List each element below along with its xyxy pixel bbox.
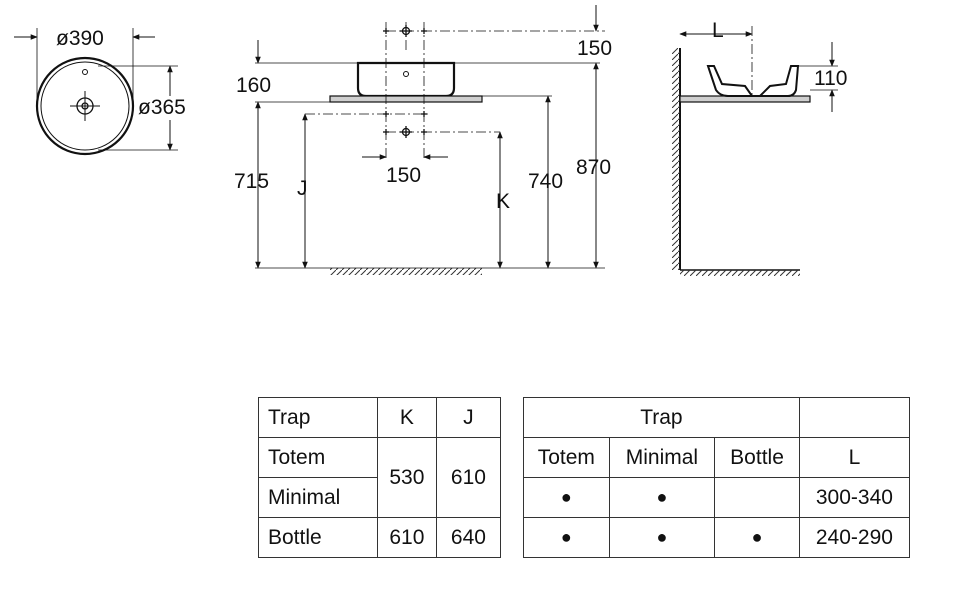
technical-drawing: ø390 ø365 [14,5,847,276]
k-value: 610 [376,517,437,558]
dim-160: 160 [236,74,271,97]
countertop-front [329,95,483,103]
table-row: ● ● ● 240-290 [523,517,911,558]
l-range: 240-290 [798,517,911,558]
dim-j: J [297,177,308,200]
minimal-bullet: ● [608,477,716,518]
table-header-row: Totem Minimal Bottle L [523,437,911,478]
totem-bullet: ● [523,477,610,518]
dim-715: 715 [234,170,269,193]
trap-compatibility-table: Trap Totem Minimal Bottle L ● ● 300-340 … [523,397,911,558]
header-k: K [376,397,437,438]
overflow-hole-front [403,71,409,77]
table-row: ● ● 300-340 [523,477,911,518]
minimal-bullet: ● [608,517,716,558]
inner-diameter-label: ø365 [138,96,186,119]
trap-name: Totem [258,437,378,478]
trap-dimensions-table: Trap K J Totem 530 610 Minimal Bottle 61… [258,397,502,558]
floor-hatch [330,268,482,275]
header-blank [798,397,911,438]
bottle-bullet: ● [714,517,800,558]
bottle-bullet [714,477,800,518]
table-group-header-row: Trap [523,397,911,438]
l-range: 300-340 [798,477,911,518]
header-totem: Totem [523,437,610,478]
table-row: Totem 530 610 [258,437,502,518]
wall-hatch [672,48,680,270]
basin-section [706,65,800,97]
trap-name: Minimal [258,477,378,518]
basin-inner-rim [40,61,130,151]
basin-front [356,61,456,98]
j-value: 640 [435,517,502,558]
side-view [672,26,838,276]
dim-870: 870 [576,156,611,179]
front-view [255,5,605,275]
dim-150-bottom: 150 [386,164,421,187]
table-row: Minimal [258,477,501,518]
dim-110: 110 [814,67,847,90]
header-trap-group: Trap [523,397,800,438]
side-floor-hatch [680,270,800,276]
dim-l: L [712,19,724,42]
table-header-row: Trap K J [258,397,502,438]
dim-740: 740 [528,170,563,193]
header-trap: Trap [258,397,378,438]
header-bottle: Bottle [714,437,800,478]
j-value: 610 [435,437,502,518]
trap-name: Bottle [258,517,378,558]
totem-bullet: ● [523,517,610,558]
dim-150-top: 150 [577,37,612,60]
outer-diameter-label: ø390 [56,27,104,50]
top-view [14,28,178,156]
header-j: J [435,397,502,438]
header-l: L [798,437,911,478]
header-minimal: Minimal [608,437,716,478]
dim-k: K [496,190,510,213]
table-row: Bottle 610 640 [258,517,502,558]
overflow-hole [82,69,88,75]
k-value: 530 [376,437,437,518]
